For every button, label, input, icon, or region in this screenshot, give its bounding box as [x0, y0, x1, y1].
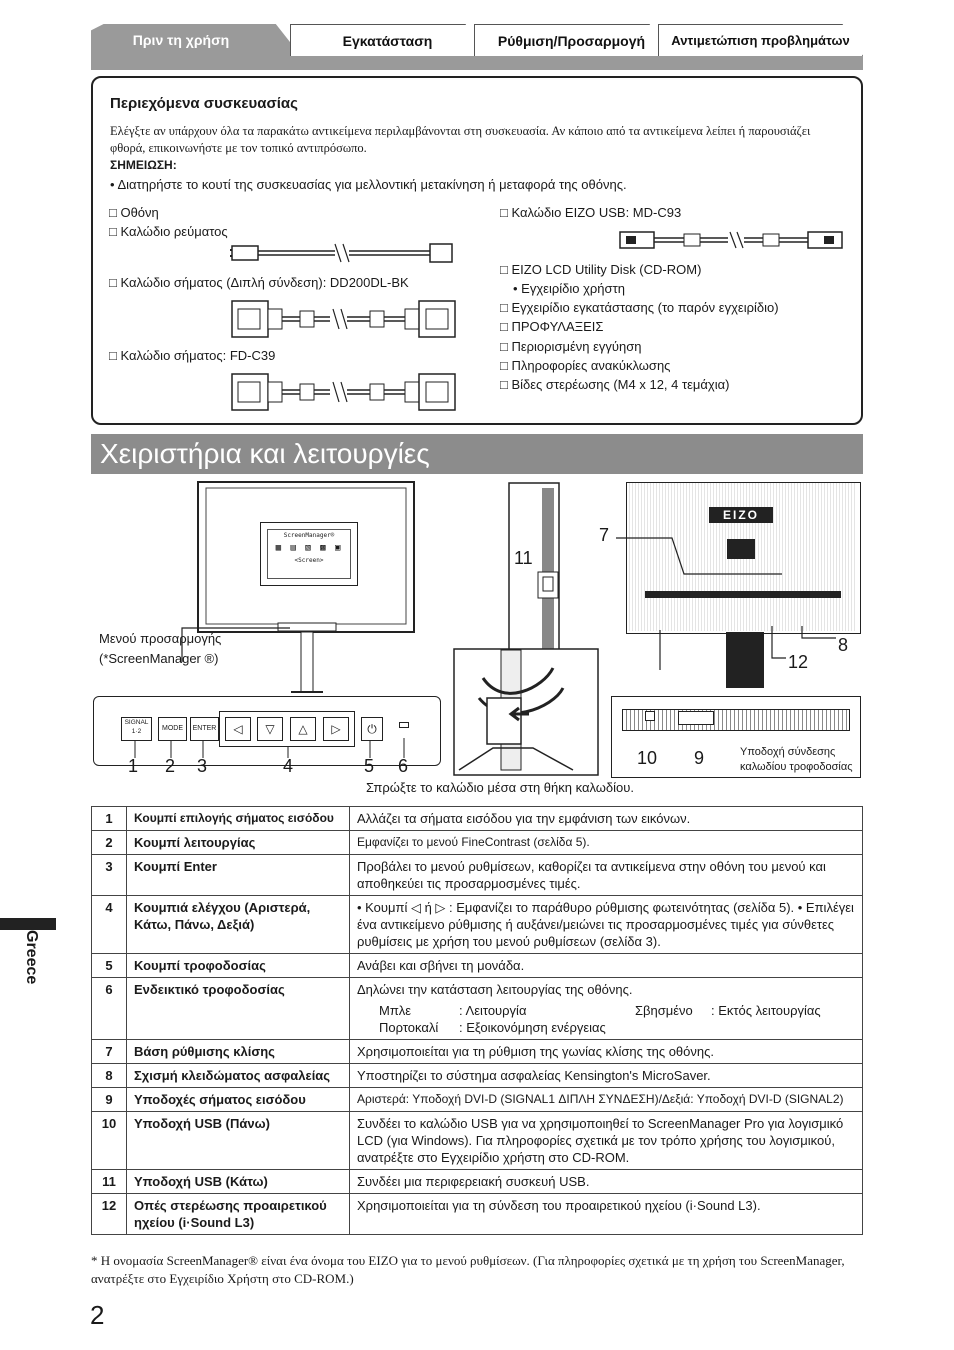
- usb-cable-illustration: [619, 231, 843, 249]
- callout-1: 1: [128, 756, 139, 776]
- tab-settings[interactable]: Ρύθμιση/Προσαρμογή: [474, 24, 669, 56]
- cable-caption: Σπρώξτε το καλώδιο μέσα στη θήκη καλωδίο…: [366, 780, 634, 795]
- item-recycling: □ Πληροφορίες ανακύκλωσης: [500, 358, 671, 373]
- callout-2: 2: [165, 756, 176, 776]
- package-contents-box: Περιεχόμενα συσκευασίας Ελέγξτε αν υπάρχ…: [91, 76, 863, 425]
- rear-leader-lines: [616, 537, 836, 670]
- callout-12: 12: [788, 652, 809, 672]
- power-button[interactable]: ⏻: [361, 717, 383, 741]
- menu-label-sub: (*ScreenManager ®): [99, 651, 219, 666]
- right-button[interactable]: ▷: [323, 717, 349, 741]
- left-button[interactable]: ◁: [225, 717, 251, 741]
- note-label: ΣΗΜΕΙΩΣΗ:: [110, 158, 177, 172]
- item-warranty: □ Περιορισμένη εγγύηση: [500, 339, 642, 354]
- callout-6: 6: [398, 756, 409, 776]
- rear-bar: [645, 591, 841, 598]
- control-buttons-group: [219, 711, 355, 747]
- item-signal-cable: □ Καλώδιο σήματος: FD-C39: [109, 348, 276, 363]
- down-button[interactable]: ▽: [257, 717, 283, 741]
- menu-icons: ▦ ▤ ▧ ▩ ▣: [275, 543, 343, 553]
- item-dual-link-cable: □ Καλώδιο σήματος (Διπλή σύνδεση): DD200…: [109, 275, 409, 290]
- signal-button[interactable]: SIGNAL 1·2: [121, 717, 152, 741]
- callout-9: 9: [694, 748, 705, 768]
- power-connector-label: Υποδοχή σύνδεσης καλωδίου τροφοδοσίας: [740, 746, 853, 773]
- connector-panel: [611, 696, 861, 778]
- power-cord-illustration: [230, 243, 453, 263]
- power-indicator-icon: [399, 722, 409, 728]
- callout-11: 11: [514, 548, 533, 568]
- usb-up-port-icon: [645, 711, 655, 721]
- monitor-side-illustration: [508, 482, 560, 670]
- screen-manager-menu: ScreenManager® ▦ ▤ ▧ ▩ ▣ <Screen>: [260, 522, 358, 586]
- callout-5: 5: [364, 756, 375, 776]
- button-leader-lines: [134, 738, 405, 758]
- callout-8: 8: [838, 635, 849, 655]
- tab-installation[interactable]: Εγκατάσταση: [290, 24, 485, 56]
- menu-label: Μενού προσαρμογής: [99, 631, 222, 646]
- tab-troubleshooting[interactable]: Αντιμετώπιση προβλημάτων: [658, 24, 863, 56]
- tab-before-use[interactable]: Πριν τη χρήση: [91, 24, 301, 56]
- side-label: Greece: [23, 930, 40, 985]
- tab-bar: [91, 56, 863, 70]
- section-title: Χειριστήρια και λειτουργίες: [91, 434, 863, 474]
- menu-screen-label: <Screen>: [294, 557, 324, 564]
- footnote: * Η ονομασία ScreenManager® είναι ένα όν…: [91, 1253, 845, 1286]
- item-monitor: □ Οθόνη: [109, 205, 159, 220]
- menu-title: ScreenManager®: [283, 532, 335, 539]
- mode-button[interactable]: MODE: [158, 717, 187, 741]
- callout-3: 3: [197, 756, 208, 776]
- dvi-port-1-icon: [678, 711, 714, 725]
- page-number: 2: [90, 1300, 105, 1330]
- item-setup-manual: □ Εγχειρίδιο εγκατάστασης (το παρόν εγχε…: [500, 300, 779, 315]
- note-bullet: • Διατηρήστε το κουτί της συσκευασίας γι…: [110, 177, 627, 192]
- callout-4: 4: [283, 756, 294, 776]
- stand-neck: [726, 632, 764, 688]
- menu-leader-line: [181, 627, 290, 662]
- eizo-logo: EIZO: [709, 507, 773, 523]
- item-screws: □ Βίδες στερέωσης (M4 x 12, 4 τεμάχια): [500, 377, 730, 392]
- item-precautions: □ ΠΡΟΦΥΛΑΞΕΙΣ: [500, 319, 604, 334]
- item-cdrom: □ EIZO LCD Utility Disk (CD-ROM): [500, 262, 702, 277]
- cable-holder-illustration: [453, 648, 599, 776]
- package-intro: Ελέγξτε αν υπάρχουν όλα τα παρακάτω αντι…: [110, 124, 811, 155]
- callout-7: 7: [599, 525, 610, 545]
- dual-link-cable-illustration: [231, 300, 456, 338]
- up-button[interactable]: △: [290, 717, 316, 741]
- side-tab-marker: [0, 918, 56, 930]
- monitor-rear-illustration: EIZO: [626, 482, 861, 634]
- tilt-hinge: [727, 539, 755, 559]
- signal-cable-illustration: [231, 373, 456, 411]
- item-user-manual: • Εγχειρίδιο χρήστη: [513, 281, 625, 296]
- enter-button[interactable]: ENTER: [190, 717, 219, 741]
- package-title: Περιεχόμενα συσκευασίας: [110, 95, 298, 112]
- button-panel: [93, 696, 441, 766]
- item-usb-cable: □ Καλώδιο EIZO USB: MD-C93: [500, 205, 682, 220]
- callout-10: 10: [637, 748, 658, 768]
- item-power-cord: □ Καλώδιο ρεύματος: [109, 224, 228, 239]
